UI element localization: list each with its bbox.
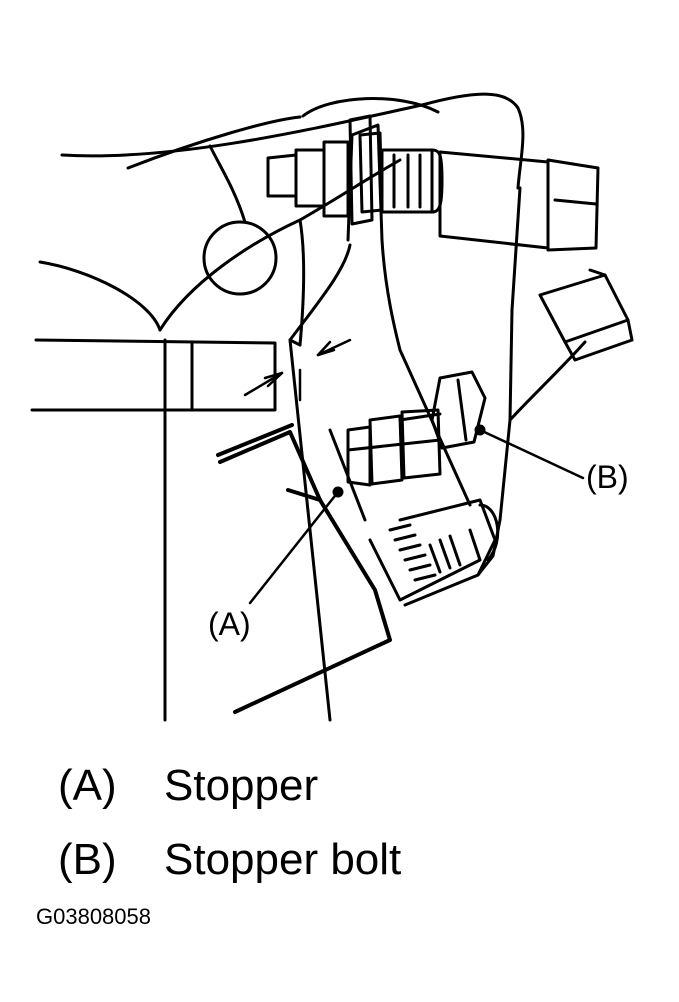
clearance-marker — [243, 338, 352, 402]
stopper-diagram — [30, 92, 634, 722]
leader-dot-b — [474, 424, 486, 436]
legend-row-stopper-bolt: (B) Stopper bolt — [58, 838, 401, 882]
legend-key-b: (B) — [58, 835, 117, 884]
plate — [30, 338, 277, 412]
legend-key-a: (A) — [58, 761, 117, 810]
pedal-arm — [288, 123, 472, 722]
callout-a-label: (A) — [208, 606, 251, 642]
legend-row-stopper: (A) Stopper — [58, 764, 318, 808]
legend-label-b: Stopper bolt — [164, 835, 402, 884]
stopper-bolt — [346, 370, 487, 487]
connector — [538, 268, 634, 362]
leader-line-a — [248, 490, 340, 605]
cable — [208, 144, 247, 224]
bracket-body — [38, 92, 587, 722]
pivot-hole — [202, 220, 278, 296]
legend-label-a: Stopper — [164, 761, 319, 810]
leader-dot-a — [332, 486, 344, 498]
stopper-rod — [216, 423, 392, 714]
leader-line-b — [478, 428, 585, 480]
figure-code: G03808058 — [36, 904, 151, 929]
callout-b-label: (B) — [586, 459, 629, 495]
brake-switch — [266, 114, 600, 252]
return-spring — [368, 498, 500, 607]
